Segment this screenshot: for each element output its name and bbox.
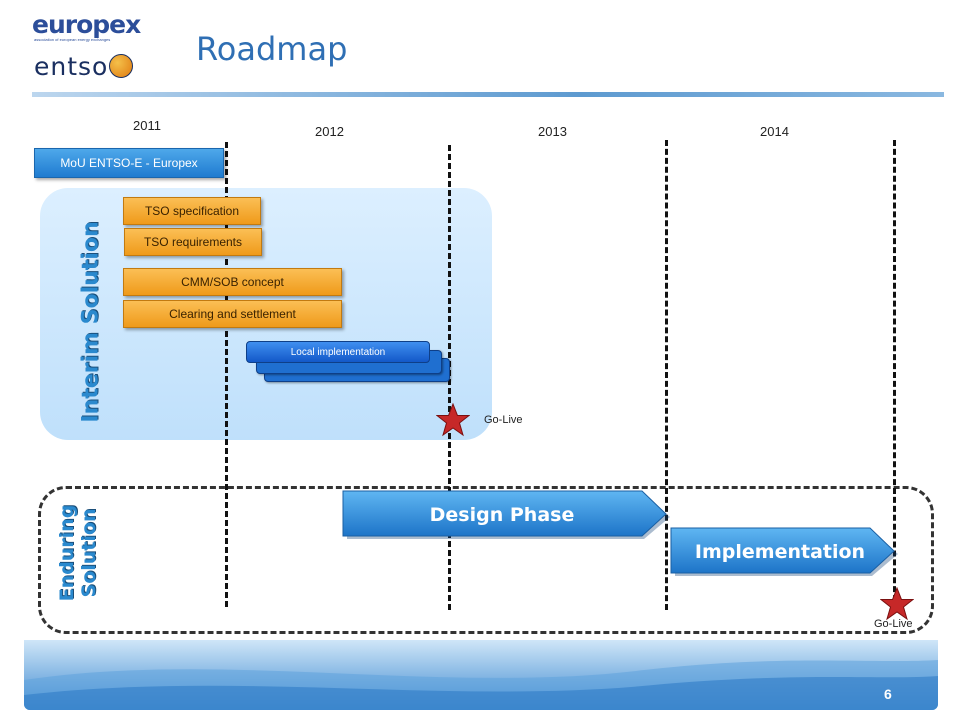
page-title: Roadmap (196, 30, 348, 68)
task-clearing-settlement: Clearing and settlement (123, 300, 342, 328)
golive-enduring-star-icon (880, 587, 914, 621)
timeline-divider-2011-2012 (225, 142, 228, 607)
footer-wave-decoration (24, 660, 938, 710)
task-local-implementation: Local implementation (246, 341, 430, 363)
entsoe-logo: entso (34, 52, 134, 81)
year-2014: 2014 (760, 124, 789, 139)
enduring-solution-area (38, 486, 934, 634)
golive-enduring-label: Go-Live (874, 618, 913, 630)
enduring-solution-label: Enduring Solution (56, 505, 100, 602)
year-2012: 2012 (315, 124, 344, 139)
footer-band (24, 640, 938, 710)
entsoe-e-icon (109, 54, 134, 78)
header-divider (32, 92, 944, 97)
golive-interim-label: Go-Live (484, 414, 523, 426)
year-2013: 2013 (538, 124, 567, 139)
task-tso-requirements: TSO requirements (124, 228, 262, 256)
year-2011: 2011 (133, 118, 161, 133)
implementation-arrow: Implementation (670, 527, 898, 576)
europex-logo: europex (32, 10, 141, 39)
enduring-label-line2: Solution (78, 508, 100, 598)
page-number: 6 (884, 686, 892, 702)
design-phase-label: Design Phase (430, 504, 575, 526)
task-cmm-sob-concept: CMM/SOB concept (123, 268, 342, 296)
mou-entsoe-europex-box: MoU ENTSO-E - Europex (34, 148, 224, 178)
implementation-label: Implementation (695, 541, 865, 563)
entsoe-logo-text: entso (34, 52, 109, 81)
europex-tagline: association of european energy exchanges (34, 37, 111, 42)
task-tso-specification: TSO specification (123, 197, 261, 225)
timeline-divider-2013-2014 (665, 140, 668, 610)
design-phase-arrow: Design Phase (342, 490, 670, 539)
timeline-divider-2014-end (893, 140, 896, 610)
enduring-label-line1: Enduring (56, 504, 78, 602)
interim-solution-label: Interim Solution (78, 221, 104, 423)
golive-interim-star-icon (436, 403, 470, 437)
